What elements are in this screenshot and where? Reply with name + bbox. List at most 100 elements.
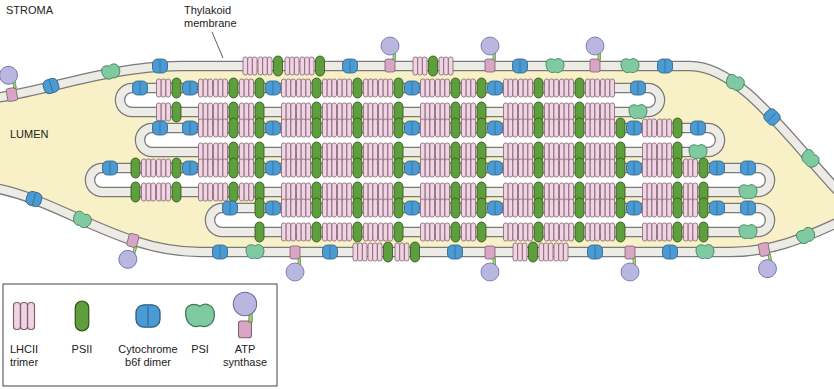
lhcii-trimer [214, 79, 228, 97]
lhcii-trimer [586, 199, 600, 217]
psii-complex [575, 118, 584, 138]
psii-complex [255, 158, 264, 178]
psii-complex [229, 118, 238, 138]
legend-icon [14, 303, 35, 330]
psii-complex [534, 198, 543, 218]
lhcii-trimer [560, 119, 574, 137]
lhcii-trimer [504, 119, 518, 137]
psii-complex [394, 222, 403, 242]
lhcii-trimer [462, 199, 476, 217]
psii-complex [353, 198, 362, 218]
lhcii-trimer [338, 183, 352, 201]
psii-complex [394, 78, 403, 98]
lhcii-trimer [421, 199, 435, 217]
psii-complex [534, 78, 543, 98]
lhcii-trimer [586, 159, 600, 177]
lhcii-trimer [643, 183, 657, 201]
lhcii-trimer [338, 223, 352, 241]
lhcii-trimer [421, 143, 435, 161]
psii-complex [699, 158, 708, 178]
lhcii-trimer [282, 103, 296, 121]
lhcii-trimer [545, 103, 559, 121]
leader-line [212, 32, 223, 58]
lhcii-trimer [643, 199, 657, 217]
lumen-area [0, 66, 834, 252]
lhcii-trimer [436, 183, 450, 201]
psii-complex [673, 222, 682, 242]
psi-complex [795, 226, 817, 246]
cytochrome-b6f [627, 121, 642, 135]
atp-synthase [586, 37, 604, 72]
lhcii-trimer [560, 103, 574, 121]
psii-complex [529, 242, 538, 262]
lhcii-trimer [560, 199, 574, 217]
psii-complex [477, 78, 486, 98]
lhcii-trimer [436, 119, 450, 137]
psii-complex [451, 158, 460, 178]
cytochrome-b6f [588, 245, 603, 259]
lhcii-trimer [199, 159, 213, 177]
psii-complex [451, 118, 460, 138]
lhcii-trimer [658, 199, 672, 217]
lhcii-trimer [643, 159, 657, 177]
lhcii-trimer [379, 119, 393, 137]
psii-complex [673, 118, 682, 138]
psii-complex [229, 78, 238, 98]
lhcii-trimer [504, 143, 518, 161]
lhcii-trimer [364, 79, 378, 97]
lhcii-trimer [214, 183, 228, 201]
lhcii-trimer [142, 159, 156, 177]
lhcii-trimer [258, 57, 272, 75]
lhcii-trimer [338, 159, 352, 177]
psi-complex [71, 210, 93, 230]
cytochrome-b6f [488, 161, 503, 175]
psii-complex [312, 118, 321, 138]
legend-label: PSII [62, 343, 102, 356]
lhcii-trimer [504, 159, 518, 177]
lhcii-trimer [297, 103, 311, 121]
lhcii-trimer [157, 159, 171, 177]
psii-complex [172, 78, 181, 98]
psii-complex [172, 158, 181, 178]
psii-complex [172, 182, 181, 202]
thylakoid-membrane [0, 66, 834, 252]
lhcii-trimer [240, 103, 254, 121]
cytochrome-b6f [405, 201, 420, 215]
psii-complex [353, 78, 362, 98]
legend-box [3, 284, 277, 386]
psii-complex [616, 222, 625, 242]
atp-synthase [381, 37, 399, 72]
lhcii-trimer [586, 223, 600, 241]
cytochrome-b6f [323, 245, 338, 259]
lhcii-trimer [297, 79, 311, 97]
lhcii-trimer [643, 143, 657, 161]
cytochrome-b6f [183, 121, 198, 135]
cytochrome-b6f [266, 81, 281, 95]
lhcii-trimer [338, 103, 352, 121]
cytochrome-b6f [488, 81, 503, 95]
psii-complex [229, 158, 238, 178]
lhcii-trimer [519, 79, 533, 97]
psii-complex [451, 222, 460, 242]
lhcii-trimer [413, 57, 427, 75]
lhcii-trimer [504, 223, 518, 241]
lhcii-trimer [282, 199, 296, 217]
lhcii-trimer [323, 199, 337, 217]
lhcii-trimer [353, 243, 367, 261]
lhcii-trimer [282, 223, 296, 241]
lhcii-trimer [214, 103, 228, 121]
lhcii-trimer [240, 79, 254, 97]
lhcii-trimer [436, 79, 450, 97]
atp-synthase [481, 37, 499, 72]
lhcii-trimer [519, 119, 533, 137]
psi-complex [696, 245, 714, 259]
atp-synthase [621, 246, 639, 281]
lhcii-trimer [436, 103, 450, 121]
lhcii-trimer [545, 199, 559, 217]
lhcii-trimer [436, 199, 450, 217]
psii-complex [616, 118, 625, 138]
lhcii-trimer [560, 223, 574, 241]
lhcii-trimer [504, 199, 518, 217]
lhcii-trimer [539, 243, 553, 261]
lhcii-trimer [545, 223, 559, 241]
